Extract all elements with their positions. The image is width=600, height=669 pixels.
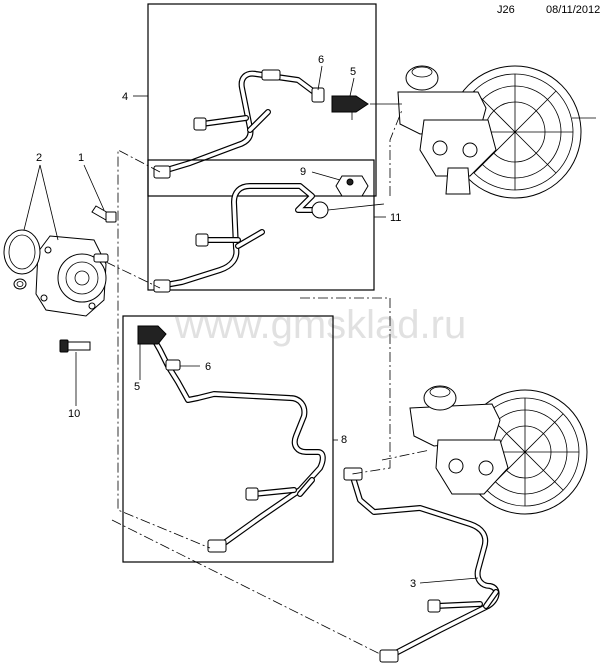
hose-3 [349, 471, 500, 659]
valve-to-booster-leader-mid [327, 203, 385, 211]
hose-1-valve-fitting [311, 201, 329, 219]
install-line-booster-bottom [300, 297, 391, 475]
callout-6-mid: 6 [205, 361, 211, 373]
diagram-date: 08/11/2012 [546, 4, 600, 16]
brake-booster-top [397, 65, 596, 199]
callout-8: 8 [341, 434, 347, 446]
brake-booster-bottom [409, 385, 588, 515]
hose-8-end-fitting [207, 539, 227, 553]
callout-5-mid: 5 [134, 381, 140, 393]
hose-8 [149, 333, 326, 549]
hose-3-end-fitting [379, 649, 399, 663]
hose-1-end-fitting [153, 279, 171, 293]
hose-1 [157, 183, 319, 289]
bracket-2 [335, 175, 369, 197]
pump-o-ring-9 [13, 278, 27, 290]
sensor-10 [59, 339, 91, 353]
callout-4: 4 [122, 91, 128, 103]
clamp-6-top [311, 87, 325, 103]
box-hose-8 [122, 315, 334, 563]
install-line-pump [105, 261, 161, 289]
install-line-left [117, 149, 211, 549]
callout-10: 10 [68, 408, 80, 420]
hose-3-branch-fitting [427, 599, 441, 613]
clamp-6-mid [165, 359, 181, 371]
hose-4-connector [261, 69, 281, 81]
callout-5-top: 5 [350, 66, 356, 78]
vacuum-pump [35, 235, 109, 317]
check-valve-5-top [331, 95, 369, 113]
install-line-valve [381, 449, 431, 461]
callout-6-top: 6 [318, 54, 324, 66]
install-line-booster-top [389, 109, 403, 196]
hose-8-branch-fitting [245, 487, 259, 501]
hose-1-branch-fitting [195, 233, 209, 247]
callout-1: 11 [390, 212, 401, 224]
box-hose-1 [147, 159, 375, 291]
callout-2: 9 [300, 166, 306, 178]
box-hose-4 [147, 3, 377, 197]
callout-9: 2 [36, 152, 42, 164]
watermark: www.gmsklad.ru [174, 303, 466, 347]
diagram-code: J26 [497, 4, 515, 16]
install-line-bottom [111, 519, 381, 655]
hose-4 [157, 70, 317, 175]
bracket-2-bolt [346, 178, 354, 186]
pump-gasket-9 [3, 229, 41, 275]
hose-4-branch-fitting [193, 117, 207, 131]
callout-11: 1 [78, 152, 84, 164]
callout-3: 3 [410, 578, 416, 590]
hose-4-end-fitting [153, 165, 171, 179]
bolt-11 [91, 205, 117, 223]
check-valve-5-mid [137, 325, 167, 345]
